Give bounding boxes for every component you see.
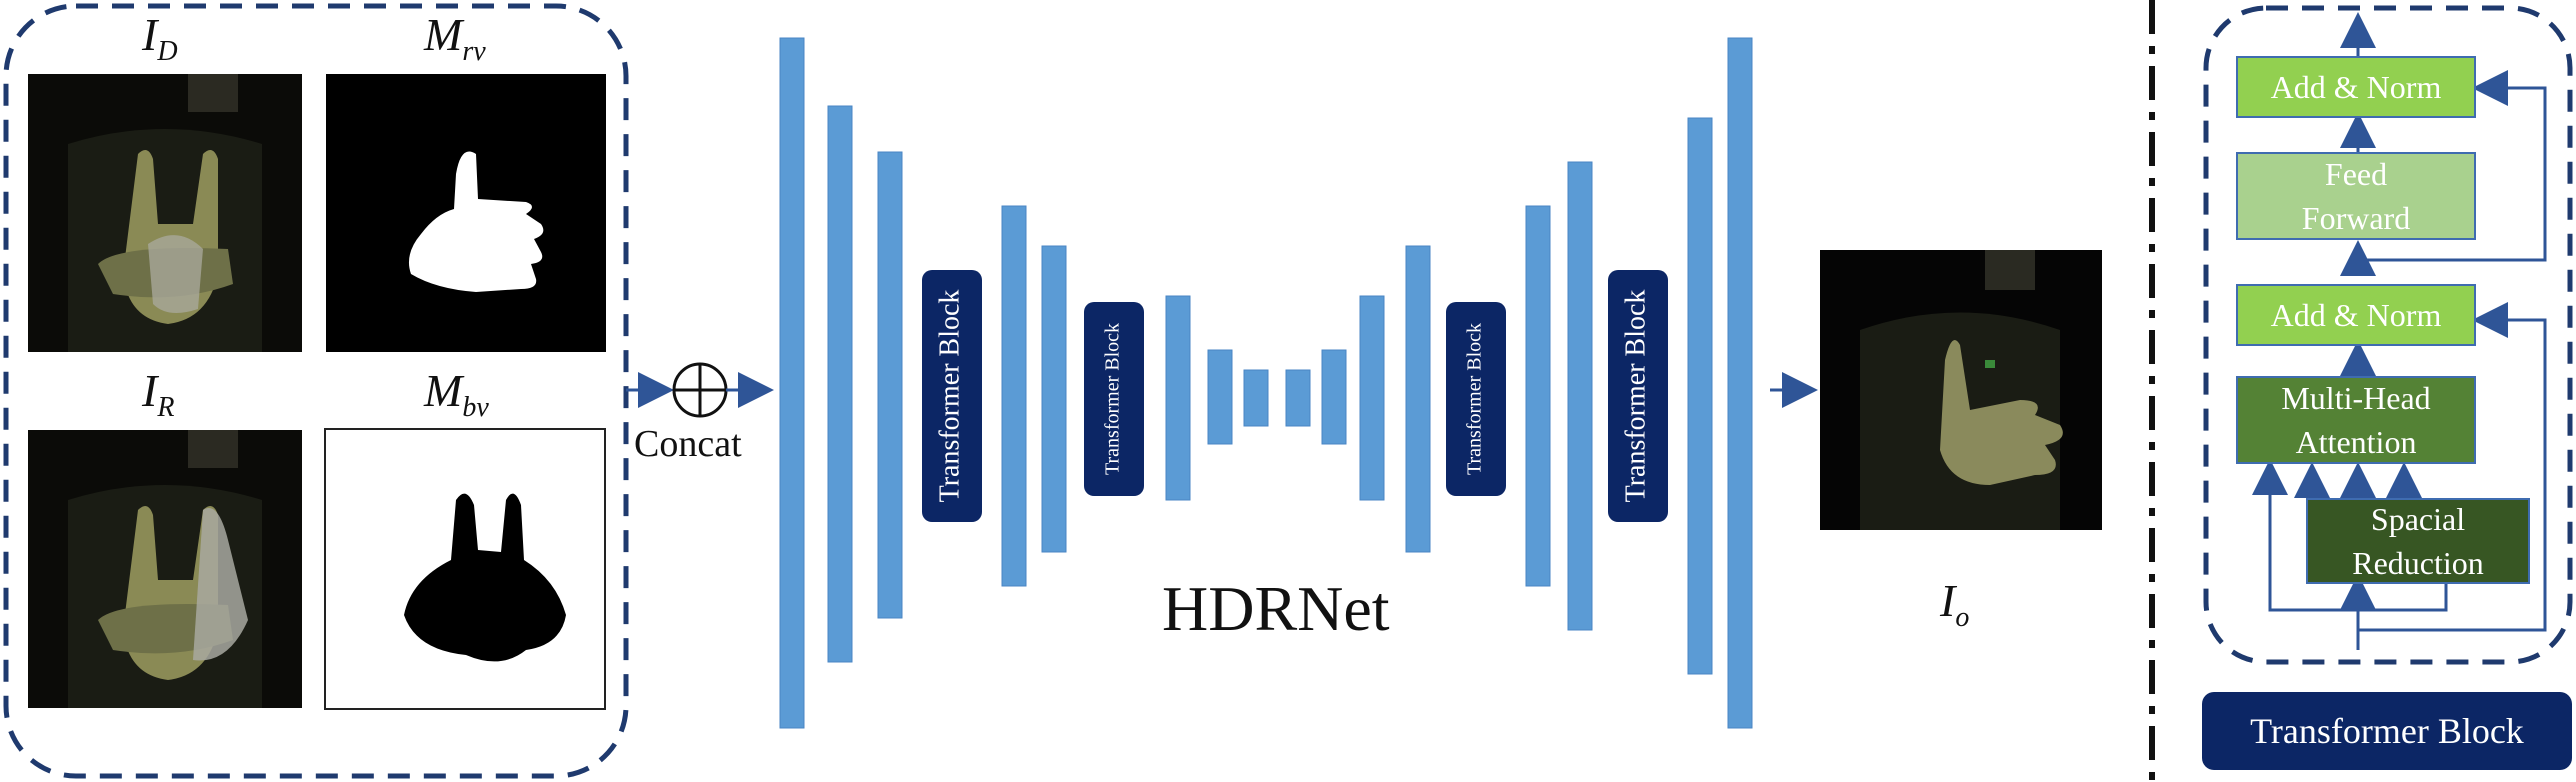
hand-photo-ir: [28, 430, 302, 708]
network-bar-7: [1207, 349, 1233, 445]
mask-image-mbv: [324, 428, 606, 710]
add-norm-bottom-label: Add & Norm: [2270, 297, 2442, 333]
network-bar-8: [1243, 369, 1269, 427]
input-image-id: [28, 74, 302, 352]
output-image: [1820, 250, 2102, 530]
label-i-d: ID: [142, 9, 178, 68]
transformer-block-3: Transformer Block: [1446, 302, 1506, 496]
feed-forward-line1: Feed: [2324, 156, 2388, 192]
mask-bv-shape: [404, 493, 566, 662]
transformer-block-label-4: Transformer Block: [1620, 290, 1651, 503]
label-m-bv: Mbv: [424, 365, 489, 424]
feed-forward-line2: Forward: [2301, 200, 2411, 236]
mask-rv-shape: [408, 151, 544, 292]
sr-line1: Spacial: [2370, 501, 2466, 537]
add-norm-top-label: Add & Norm: [2270, 69, 2442, 105]
network-bar-12: [1405, 245, 1431, 553]
transformer-block-4: Transformer Block: [1608, 270, 1668, 522]
label-m-rv: Mrv: [424, 9, 486, 68]
network-label: HDRNet: [1162, 573, 1390, 644]
network-bar-13: [1525, 205, 1551, 587]
legend-label: Transformer Block: [2250, 711, 2524, 751]
concat-label: Concat: [634, 423, 742, 465]
input-dashed-frame: [3, 3, 629, 779]
transformer-block-label-2: Transformer Block: [1102, 323, 1124, 475]
network-bar-4: [1001, 205, 1027, 587]
transformer-block-2: Transformer Block: [1084, 302, 1144, 496]
network-bar-3: [877, 151, 903, 619]
network-bar-10: [1321, 349, 1347, 445]
hand-photo-id: [28, 74, 302, 352]
multi-head-attention-block: Multi-Head Attention: [2236, 376, 2476, 464]
mask-image-mrv: [326, 74, 606, 352]
network-bar-15: [1687, 117, 1713, 675]
add-norm-bottom-block: Add & Norm: [2236, 284, 2476, 346]
network-bars: [779, 37, 1753, 729]
network-transformer-blocks: Transformer Block Transformer Block Transf…: [922, 270, 1668, 522]
transformer-block-label-1: Transformer Block: [934, 290, 965, 503]
feed-forward-block: Feed Forward: [2236, 152, 2476, 240]
mha-line2: Attention: [2295, 424, 2417, 460]
add-norm-top-block: Add & Norm: [2236, 56, 2476, 118]
network-bar-2: [827, 105, 853, 663]
mha-line1: Multi-Head: [2281, 380, 2431, 416]
input-image-ir: [28, 430, 302, 708]
label-i-r: IR: [142, 365, 175, 424]
label-output: Io: [1940, 575, 1970, 634]
transformer-block-1: Transformer Block: [922, 270, 982, 522]
spacial-reduction-block: Spacial Reduction: [2306, 498, 2530, 584]
transformer-block-label-3: Transformer Block: [1464, 323, 1486, 475]
network-bar-9: [1285, 369, 1311, 427]
network-bar-16: [1727, 37, 1753, 729]
transformer-block-legend: Transformer Block: [2202, 692, 2572, 770]
network-bar-6: [1165, 295, 1191, 501]
network-bar-1: [779, 37, 805, 729]
network-bar-5: [1041, 245, 1067, 553]
output-hand-photo: [1820, 250, 2102, 530]
network-bar-11: [1359, 295, 1385, 501]
sr-line2: Reduction: [2352, 545, 2484, 581]
network-bar-14: [1567, 161, 1593, 631]
detail-dashed-frame: [2203, 5, 2573, 665]
